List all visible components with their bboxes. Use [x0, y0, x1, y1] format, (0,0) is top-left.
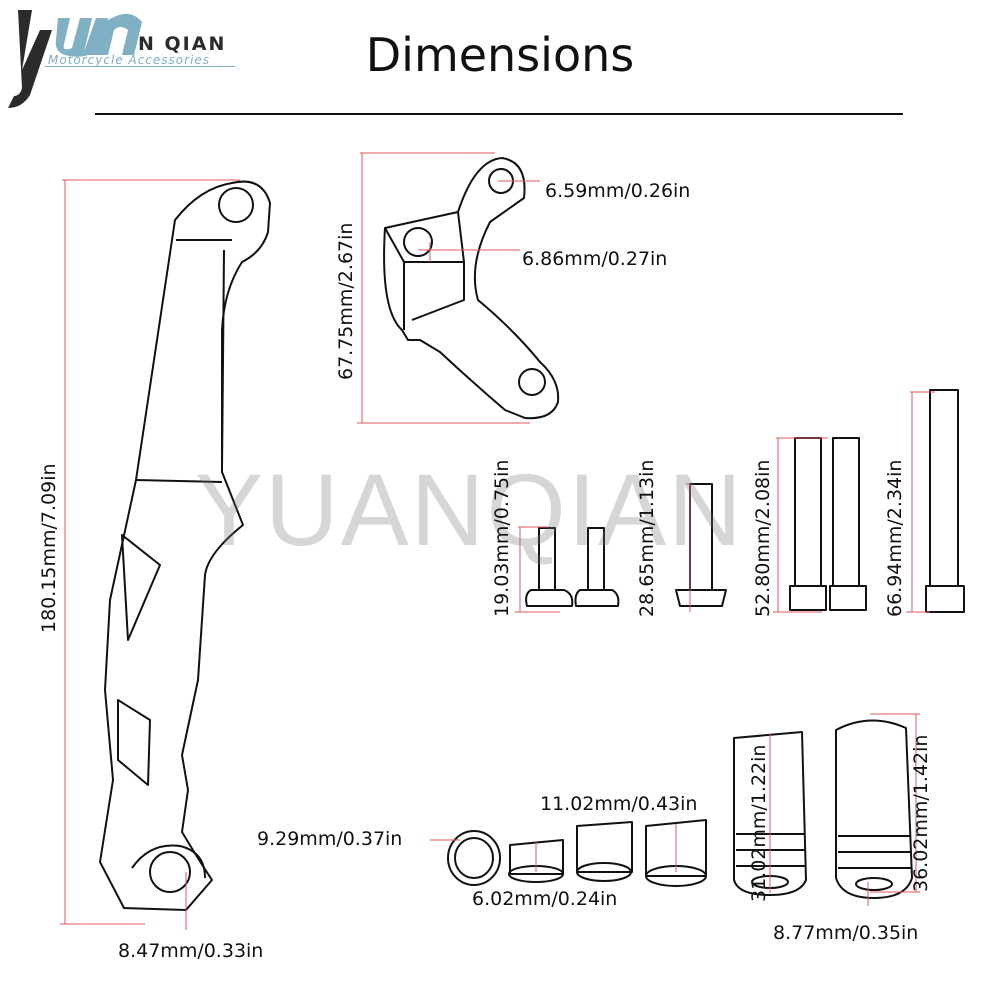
label-lever-length: 180.15mm/7.09in: [38, 463, 60, 633]
label-sleeve-long: 36.02mm/1.42in: [910, 734, 932, 892]
brand-logo: [8, 10, 235, 108]
bracket-bottom-hole: [518, 368, 546, 396]
mounting-bracket: [383, 157, 560, 420]
label-sleeve-short: 31.02mm/1.22in: [748, 744, 770, 902]
spacer-medium: [576, 821, 633, 882]
lever-bottom-hole: [149, 851, 191, 893]
label-sleeve-bore: 8.77mm/0.35in: [773, 922, 919, 944]
label-washer-diameter: 9.29mm/0.37in: [257, 828, 403, 850]
label-bracket-hole-mid: 6.86mm/0.27in: [522, 248, 668, 270]
bolt-short-pair: [525, 527, 620, 607]
label-lever-hole: 8.47mm/0.33in: [118, 940, 264, 962]
brand-tagline: Motorcycle Accessories: [48, 53, 211, 67]
label-spacer-short: 6.02mm/0.24in: [472, 888, 618, 910]
lever-top-hole: [218, 187, 254, 223]
label-bolt-long: 52.80mm/2.08in: [752, 459, 774, 617]
brand-logo-stroke-dark: [8, 10, 52, 108]
label-spacer-medium: 11.02mm/0.43in: [540, 793, 698, 815]
washer: [447, 830, 501, 886]
label-bracket-hole-top: 6.59mm/0.26in: [545, 180, 691, 202]
label-bolt-short: 19.03mm/0.75in: [491, 459, 513, 617]
sleeve-long: [835, 719, 913, 899]
brand-name: N QIAN: [138, 33, 227, 55]
watermark: YUANQIAN: [195, 453, 744, 567]
brand-logo-stroke-blue: [55, 18, 108, 57]
bracket-middle-hole: [403, 227, 433, 257]
label-bolt-longest: 66.94mm/2.34in: [884, 459, 906, 617]
label-bracket-height: 67.75mm/2.67in: [335, 222, 357, 380]
brand-logo-stroke-blue-2: [96, 13, 142, 55]
dimension-lines: [60, 152, 935, 930]
bolt-longest: [925, 389, 965, 613]
bolt-long-pair: [789, 437, 867, 611]
label-bolt-medium: 28.65mm/1.13in: [636, 459, 658, 617]
lever-arm: [99, 180, 271, 911]
page-title: Dimensions: [365, 28, 635, 82]
